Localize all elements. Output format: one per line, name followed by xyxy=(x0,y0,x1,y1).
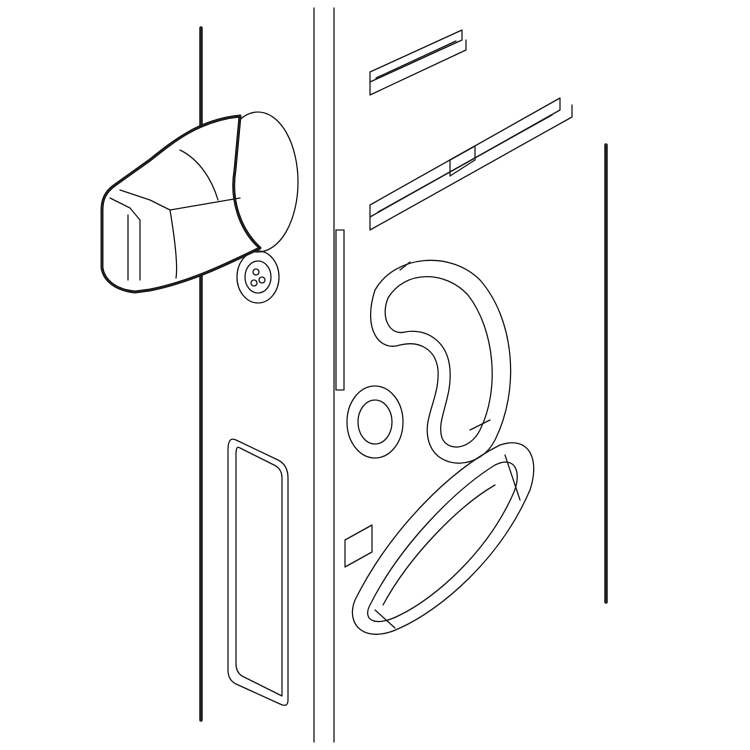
latch-slot xyxy=(335,229,345,391)
release-button[interactable] xyxy=(346,385,404,459)
flush-pull-recess xyxy=(227,438,289,706)
strike-slot-upper xyxy=(369,29,467,96)
strike-slot-lower xyxy=(369,97,573,231)
key-cylinder xyxy=(236,250,280,304)
pull-handle[interactable] xyxy=(351,442,535,635)
indicator-window xyxy=(344,524,373,568)
thumb-turn-knob[interactable] xyxy=(100,111,299,294)
lever-handle[interactable] xyxy=(370,259,512,464)
